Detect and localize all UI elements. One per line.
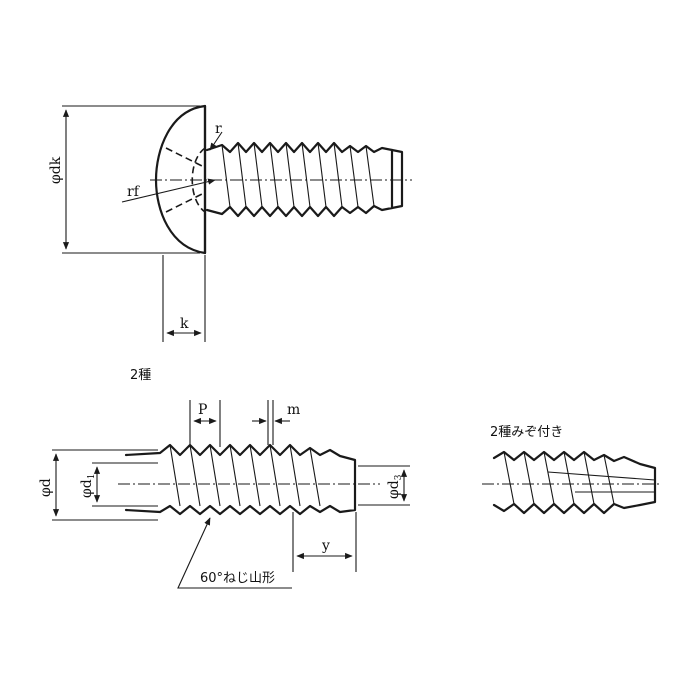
phi-d-label: φd <box>38 478 54 497</box>
type2-thread-outline <box>124 443 357 516</box>
type2-grooved-thread-view <box>482 450 662 515</box>
thread-profile-leader <box>177 517 292 589</box>
top-thread-body <box>205 141 404 218</box>
y-label: y <box>321 538 330 554</box>
m-label: m <box>287 402 300 418</box>
r-leader <box>209 131 223 151</box>
type2-thread-view: φd φd1 φd3 P m y 60°ねじ山形 <box>38 400 410 589</box>
phi-d3-label: φd3 <box>386 474 404 499</box>
grooved-slot-line <box>547 471 656 493</box>
type2-grooved-heading: 2種みぞ付き <box>490 424 563 440</box>
grooved-thread-outline <box>492 450 657 515</box>
truss-head-screw-view: φdk r rf k <box>48 104 412 342</box>
rf-label: rf <box>127 184 141 200</box>
type2-heading: 2種 <box>130 367 151 383</box>
phi-d1-label: φd1 <box>79 474 97 499</box>
phi-dk-label: φdk <box>48 156 64 184</box>
type2-helix-lines <box>169 444 321 507</box>
p-label: P <box>198 402 207 418</box>
grooved-helix-lines <box>503 451 615 505</box>
k-label: k <box>180 316 189 332</box>
rf-leader <box>121 178 216 203</box>
thread-profile-label: 60°ねじ山形 <box>200 571 275 586</box>
r-label: r <box>215 121 222 137</box>
